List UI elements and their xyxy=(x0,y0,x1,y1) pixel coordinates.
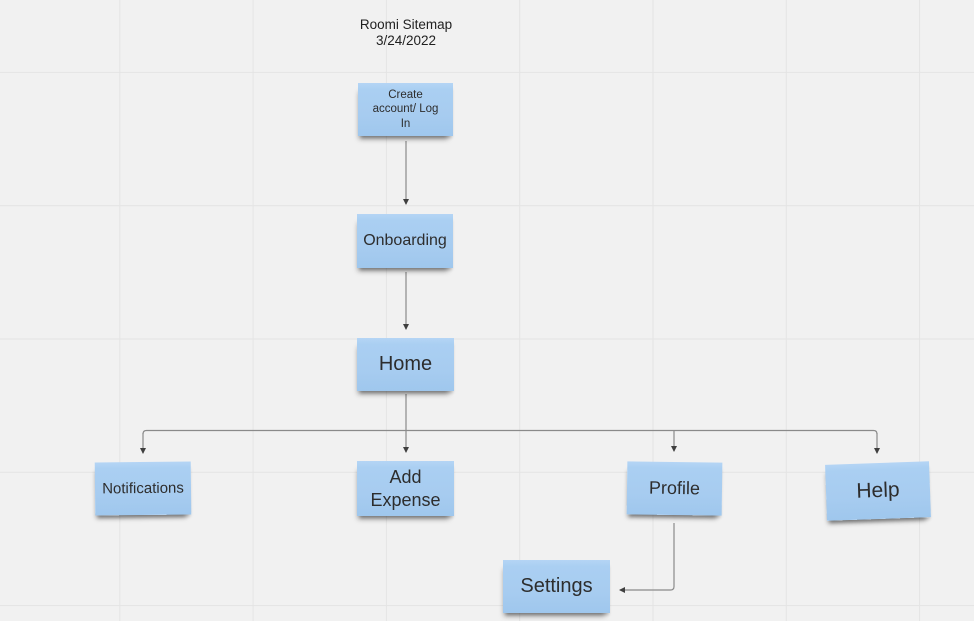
diagram-title[interactable]: Roomi Sitemap 3/24/2022 xyxy=(330,17,482,48)
connector-profile-to-settings[interactable] xyxy=(619,523,675,593)
node-create-account-login[interactable]: Create account/ Log In xyxy=(358,83,453,136)
node-settings[interactable]: Settings xyxy=(503,560,610,613)
node-onboarding[interactable]: Onboarding xyxy=(357,214,453,268)
node-add-expense[interactable]: Add Expense xyxy=(357,461,454,516)
diagram-title-line2: 3/24/2022 xyxy=(375,32,437,48)
node-notifications[interactable]: Notifications xyxy=(94,461,192,516)
node-profile[interactable]: Profile xyxy=(626,461,723,516)
diagram-title-line1: Roomi Sitemap xyxy=(359,17,453,32)
node-home[interactable]: Home xyxy=(357,338,454,391)
node-help[interactable]: Help xyxy=(825,461,931,521)
connector-home-branch-rail[interactable] xyxy=(142,429,878,435)
